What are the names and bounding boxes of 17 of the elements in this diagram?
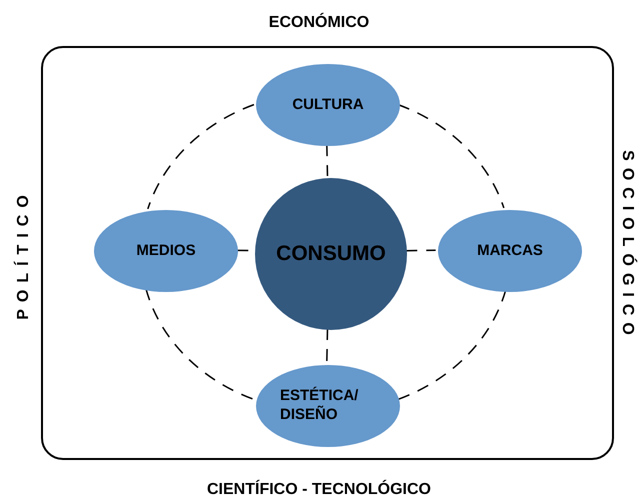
- axis-label: POLÍTICO: [12, 188, 33, 320]
- node-label: ESTÉTICA/ DISEÑO: [279, 387, 360, 425]
- axis-label: ECONÓMICO: [268, 12, 370, 33]
- axis-label: SOCIOLÓGICO: [618, 150, 638, 342]
- node-label: MARCAS: [476, 242, 544, 260]
- frame-box: [41, 46, 614, 460]
- node-label: MEDIOS: [135, 242, 197, 260]
- dashed-connector: [326, 144, 328, 176]
- dashed-connector: [147, 104, 254, 210]
- dashed-connector: [398, 104, 505, 208]
- axis-label: CIENTÍFICO - TECNOLÓGICO: [206, 478, 432, 500]
- node-label: CONSUMO: [275, 240, 387, 267]
- dashed-connector: [405, 249, 436, 252]
- dashed-connector: [397, 290, 506, 400]
- dashed-connector: [326, 328, 328, 363]
- dashed-connector: [145, 288, 255, 400]
- node-label: CULTURA: [291, 96, 365, 114]
